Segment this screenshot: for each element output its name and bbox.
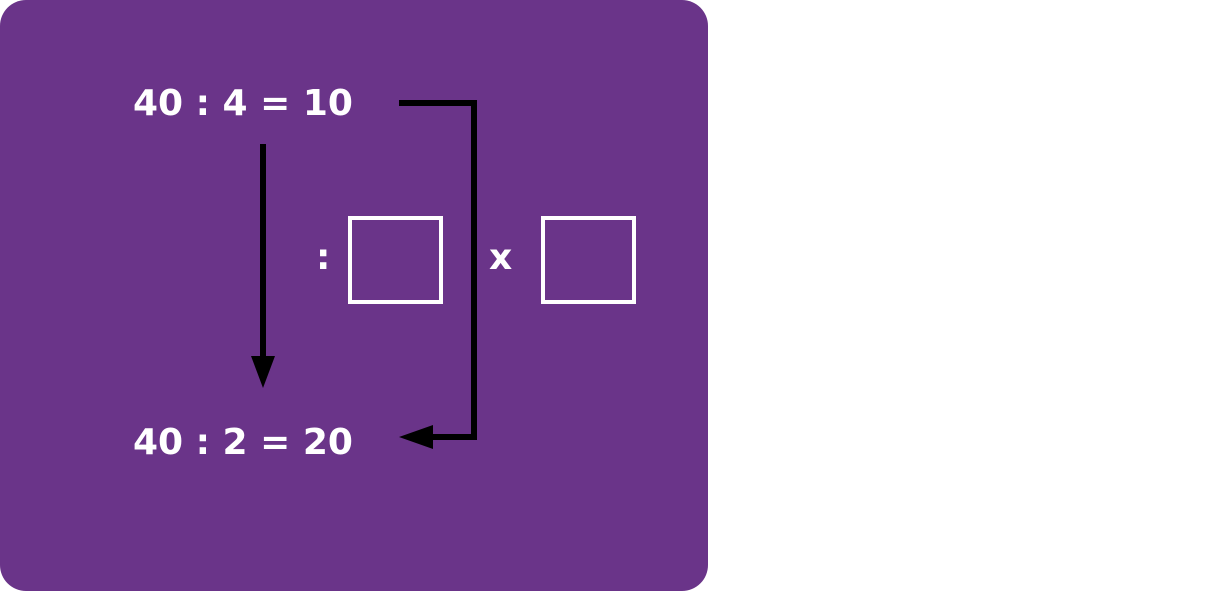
quotient-arrow-path [399, 100, 477, 440]
factor-answer-box[interactable] [541, 216, 636, 304]
multiply-operator: x [489, 237, 513, 278]
divisor-arrow-head [251, 356, 275, 388]
divisor-answer-box[interactable] [348, 216, 443, 304]
top-equation: 40 : 4 = 10 [133, 83, 353, 124]
arrows-layer [251, 100, 477, 449]
bottom-equation: 40 : 2 = 20 [133, 422, 353, 463]
quotient-arrow-head [399, 425, 433, 449]
diagram-card: 40 : 4 = 10 40 : 2 = 20 : x [0, 0, 708, 591]
divisor-arrow [251, 144, 275, 388]
divide-operator: : [316, 237, 331, 278]
quotient-arrow [399, 100, 477, 449]
